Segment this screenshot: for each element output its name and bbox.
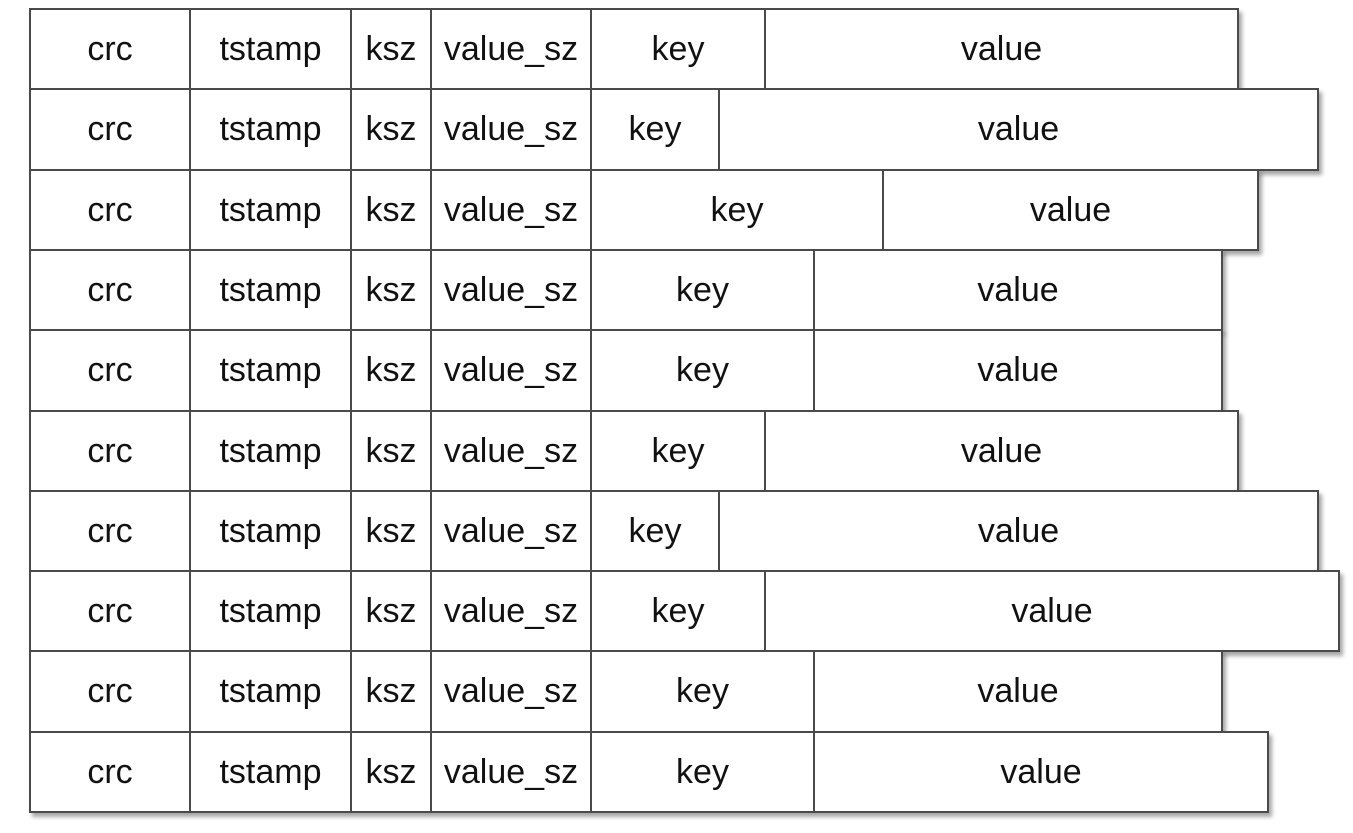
tstamp-cell: tstamp [189, 329, 352, 412]
ksz-cell: ksz [350, 249, 432, 331]
key-cell: key [590, 8, 766, 90]
tstamp-cell: tstamp [189, 410, 352, 492]
value-cell: value [813, 329, 1223, 412]
crc-cell: crc [29, 88, 191, 171]
value-sz-cell: value_sz [430, 169, 592, 251]
value-sz-cell: value_sz [430, 410, 592, 492]
key-cell: key [590, 490, 720, 572]
ksz-cell: ksz [350, 410, 432, 492]
crc-cell: crc [29, 169, 191, 251]
value-cell: value [813, 249, 1223, 331]
value-cell: value [882, 169, 1259, 251]
tstamp-cell: tstamp [189, 650, 352, 733]
key-cell: key [590, 169, 884, 251]
tstamp-cell: tstamp [189, 570, 352, 652]
key-cell: key [590, 88, 720, 171]
value-sz-cell: value_sz [430, 88, 592, 171]
crc-cell: crc [29, 410, 191, 492]
value-cell: value [813, 650, 1223, 733]
crc-cell: crc [29, 731, 191, 813]
key-cell: key [590, 731, 815, 813]
value-sz-cell: value_sz [430, 490, 592, 572]
tstamp-cell: tstamp [189, 8, 352, 90]
tstamp-cell: tstamp [189, 88, 352, 171]
ksz-cell: ksz [350, 731, 432, 813]
crc-cell: crc [29, 570, 191, 652]
crc-cell: crc [29, 329, 191, 412]
value-sz-cell: value_sz [430, 650, 592, 733]
value-sz-cell: value_sz [430, 249, 592, 331]
ksz-cell: ksz [350, 88, 432, 171]
crc-cell: crc [29, 490, 191, 572]
value-cell: value [718, 490, 1319, 572]
tstamp-cell: tstamp [189, 249, 352, 331]
ksz-cell: ksz [350, 8, 432, 90]
value-sz-cell: value_sz [430, 329, 592, 412]
key-cell: key [590, 570, 766, 652]
value-sz-cell: value_sz [430, 731, 592, 813]
value-sz-cell: value_sz [430, 8, 592, 90]
ksz-cell: ksz [350, 169, 432, 251]
crc-cell: crc [29, 249, 191, 331]
value-cell: value [764, 570, 1340, 652]
value-sz-cell: value_sz [430, 570, 592, 652]
tstamp-cell: tstamp [189, 169, 352, 251]
ksz-cell: ksz [350, 329, 432, 412]
key-cell: key [590, 650, 815, 733]
key-cell: key [590, 410, 766, 492]
crc-cell: crc [29, 8, 191, 90]
ksz-cell: ksz [350, 650, 432, 733]
crc-cell: crc [29, 650, 191, 733]
ksz-cell: ksz [350, 570, 432, 652]
tstamp-cell: tstamp [189, 731, 352, 813]
value-cell: value [764, 8, 1239, 90]
value-cell: value [813, 731, 1269, 813]
key-cell: key [590, 249, 815, 331]
value-cell: value [718, 88, 1319, 171]
value-cell: value [764, 410, 1239, 492]
tstamp-cell: tstamp [189, 490, 352, 572]
ksz-cell: ksz [350, 490, 432, 572]
key-cell: key [590, 329, 815, 412]
